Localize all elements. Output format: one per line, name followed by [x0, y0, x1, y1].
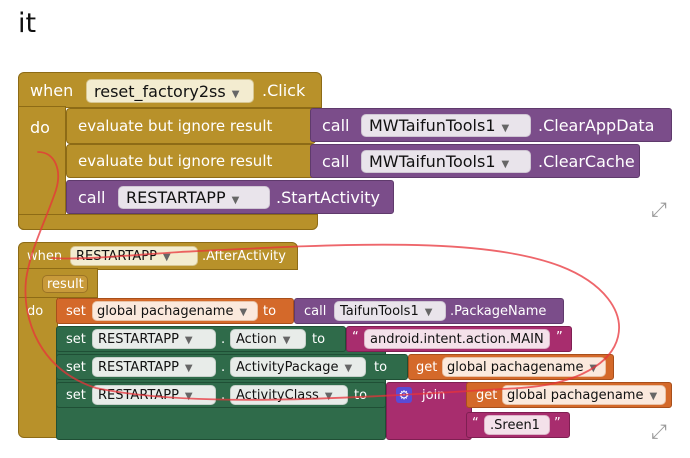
property-label: Action — [236, 332, 277, 347]
evaluate-ignore-label: evaluate but ignore result — [78, 117, 273, 135]
event-component-dropdown[interactable]: reset_factory2ss ▼ — [86, 79, 254, 103]
global-var-label: global pachagename — [507, 388, 644, 403]
method-package-name: .PackageName — [450, 304, 547, 319]
do-label: do — [30, 118, 50, 137]
quote-close: ” — [554, 416, 561, 431]
text-value-field[interactable]: .Sreen1 — [484, 415, 550, 435]
call-keyword: call — [322, 152, 350, 171]
after-activity-event-block[interactable]: when RESTARTAPP ▼ .AfterActivity result d… — [18, 242, 678, 442]
dropdown-caret-icon: ▼ — [649, 391, 658, 402]
text-value: .Sreen1 — [490, 418, 540, 433]
global-var-dropdown[interactable]: global pachagename ▼ — [502, 385, 666, 405]
event-name: .Click — [262, 81, 306, 100]
param-result[interactable]: result — [42, 275, 88, 293]
method-start-activity: .StartActivity — [276, 188, 381, 207]
to-keyword: to — [354, 388, 368, 403]
dropdown-caret-icon: ▼ — [184, 391, 193, 402]
global-var-dropdown[interactable]: global pachagename ▼ — [92, 301, 258, 321]
event-bottom-bar — [18, 214, 318, 230]
to-keyword: to — [263, 304, 277, 319]
property-dropdown-action[interactable]: Action ▼ — [230, 329, 306, 349]
component-dropdown-label: TaifunTools1 — [340, 304, 419, 319]
component-dropdown-mwtaifuntools[interactable]: MWTaifunTools1 ▼ — [361, 150, 531, 173]
dropdown-caret-icon: ▼ — [231, 195, 240, 206]
dropdown-caret-icon: ▼ — [184, 335, 193, 346]
click-event-block[interactable]: when reset_factory2ss ▼ .Click do evaluat… — [18, 72, 678, 232]
when-label: when — [30, 81, 74, 100]
set-keyword: set — [66, 332, 86, 347]
component-dropdown-label: RESTARTAPP — [98, 360, 179, 375]
quote-open: “ — [472, 416, 479, 431]
quote-open: “ — [352, 330, 359, 345]
dropdown-caret-icon: ▼ — [424, 307, 433, 318]
method-clear-cache: .ClearCache — [538, 152, 635, 171]
component-dropdown-label: RESTARTAPP — [126, 188, 226, 207]
dropdown-caret-icon: ▼ — [239, 307, 248, 318]
to-keyword: to — [312, 332, 326, 347]
text-value: android.intent.action.MAIN — [370, 332, 544, 347]
dropdown-caret-icon: ▼ — [282, 335, 291, 346]
component-dropdown-taifuntools[interactable]: TaifunTools1 ▼ — [334, 301, 446, 321]
to-keyword: to — [374, 360, 388, 375]
expand-icon[interactable]: ⤢ — [651, 197, 667, 221]
component-dropdown-label: MWTaifunTools1 — [369, 116, 496, 135]
set-keyword: set — [66, 360, 86, 375]
expand-icon[interactable]: ⤢ — [651, 419, 667, 443]
property-label: ActivityPackage — [236, 360, 339, 375]
property-dropdown-activity-package[interactable]: ActivityPackage ▼ — [230, 357, 366, 377]
call-keyword: call — [78, 188, 106, 207]
component-dropdown-mwtaifuntools[interactable]: MWTaifunTools1 ▼ — [361, 114, 531, 137]
param-label: result — [47, 277, 84, 292]
dropdown-caret-icon: ▼ — [324, 391, 333, 402]
dropdown-caret-icon: ▼ — [162, 252, 171, 263]
do-label: do — [27, 304, 44, 319]
evaluate-ignore-block[interactable] — [66, 108, 316, 144]
call-keyword: call — [304, 304, 327, 319]
event-name: .AfterActivity — [202, 249, 286, 264]
quote-close: ” — [556, 330, 563, 345]
component-dropdown-label: MWTaifunTools1 — [369, 152, 496, 171]
global-var-label: global pachagename — [97, 304, 234, 319]
set-keyword: set — [66, 304, 86, 319]
component-dropdown-restartapp[interactable]: RESTARTAPP ▼ — [92, 357, 216, 377]
dropdown-caret-icon: ▼ — [344, 363, 353, 374]
page-heading: it — [18, 8, 37, 39]
dot-separator: . — [221, 388, 226, 403]
text-value-field[interactable]: android.intent.action.MAIN — [364, 329, 550, 349]
component-dropdown-label: RESTARTAPP — [98, 332, 179, 347]
dot-separator: . — [221, 332, 226, 347]
dot-separator: . — [221, 360, 226, 375]
dropdown-caret-icon: ▼ — [231, 89, 240, 100]
get-keyword: get — [476, 388, 498, 403]
global-var-label: global pachagename — [447, 360, 584, 375]
when-label: when — [27, 249, 63, 264]
dropdown-caret-icon: ▼ — [501, 159, 510, 170]
method-clear-app-data: .ClearAppData — [538, 116, 655, 135]
get-keyword: get — [416, 360, 438, 375]
event-component-label: reset_factory2ss — [94, 82, 226, 101]
dropdown-caret-icon: ▼ — [501, 123, 510, 134]
set-keyword: set — [66, 388, 86, 403]
dropdown-caret-icon: ▼ — [184, 363, 193, 374]
evaluate-ignore-label: evaluate but ignore result — [78, 152, 273, 170]
call-keyword: call — [322, 116, 350, 135]
component-dropdown-restartapp[interactable]: RESTARTAPP ▼ — [118, 186, 270, 209]
component-dropdown-restartapp[interactable]: RESTARTAPP ▼ — [92, 329, 216, 349]
